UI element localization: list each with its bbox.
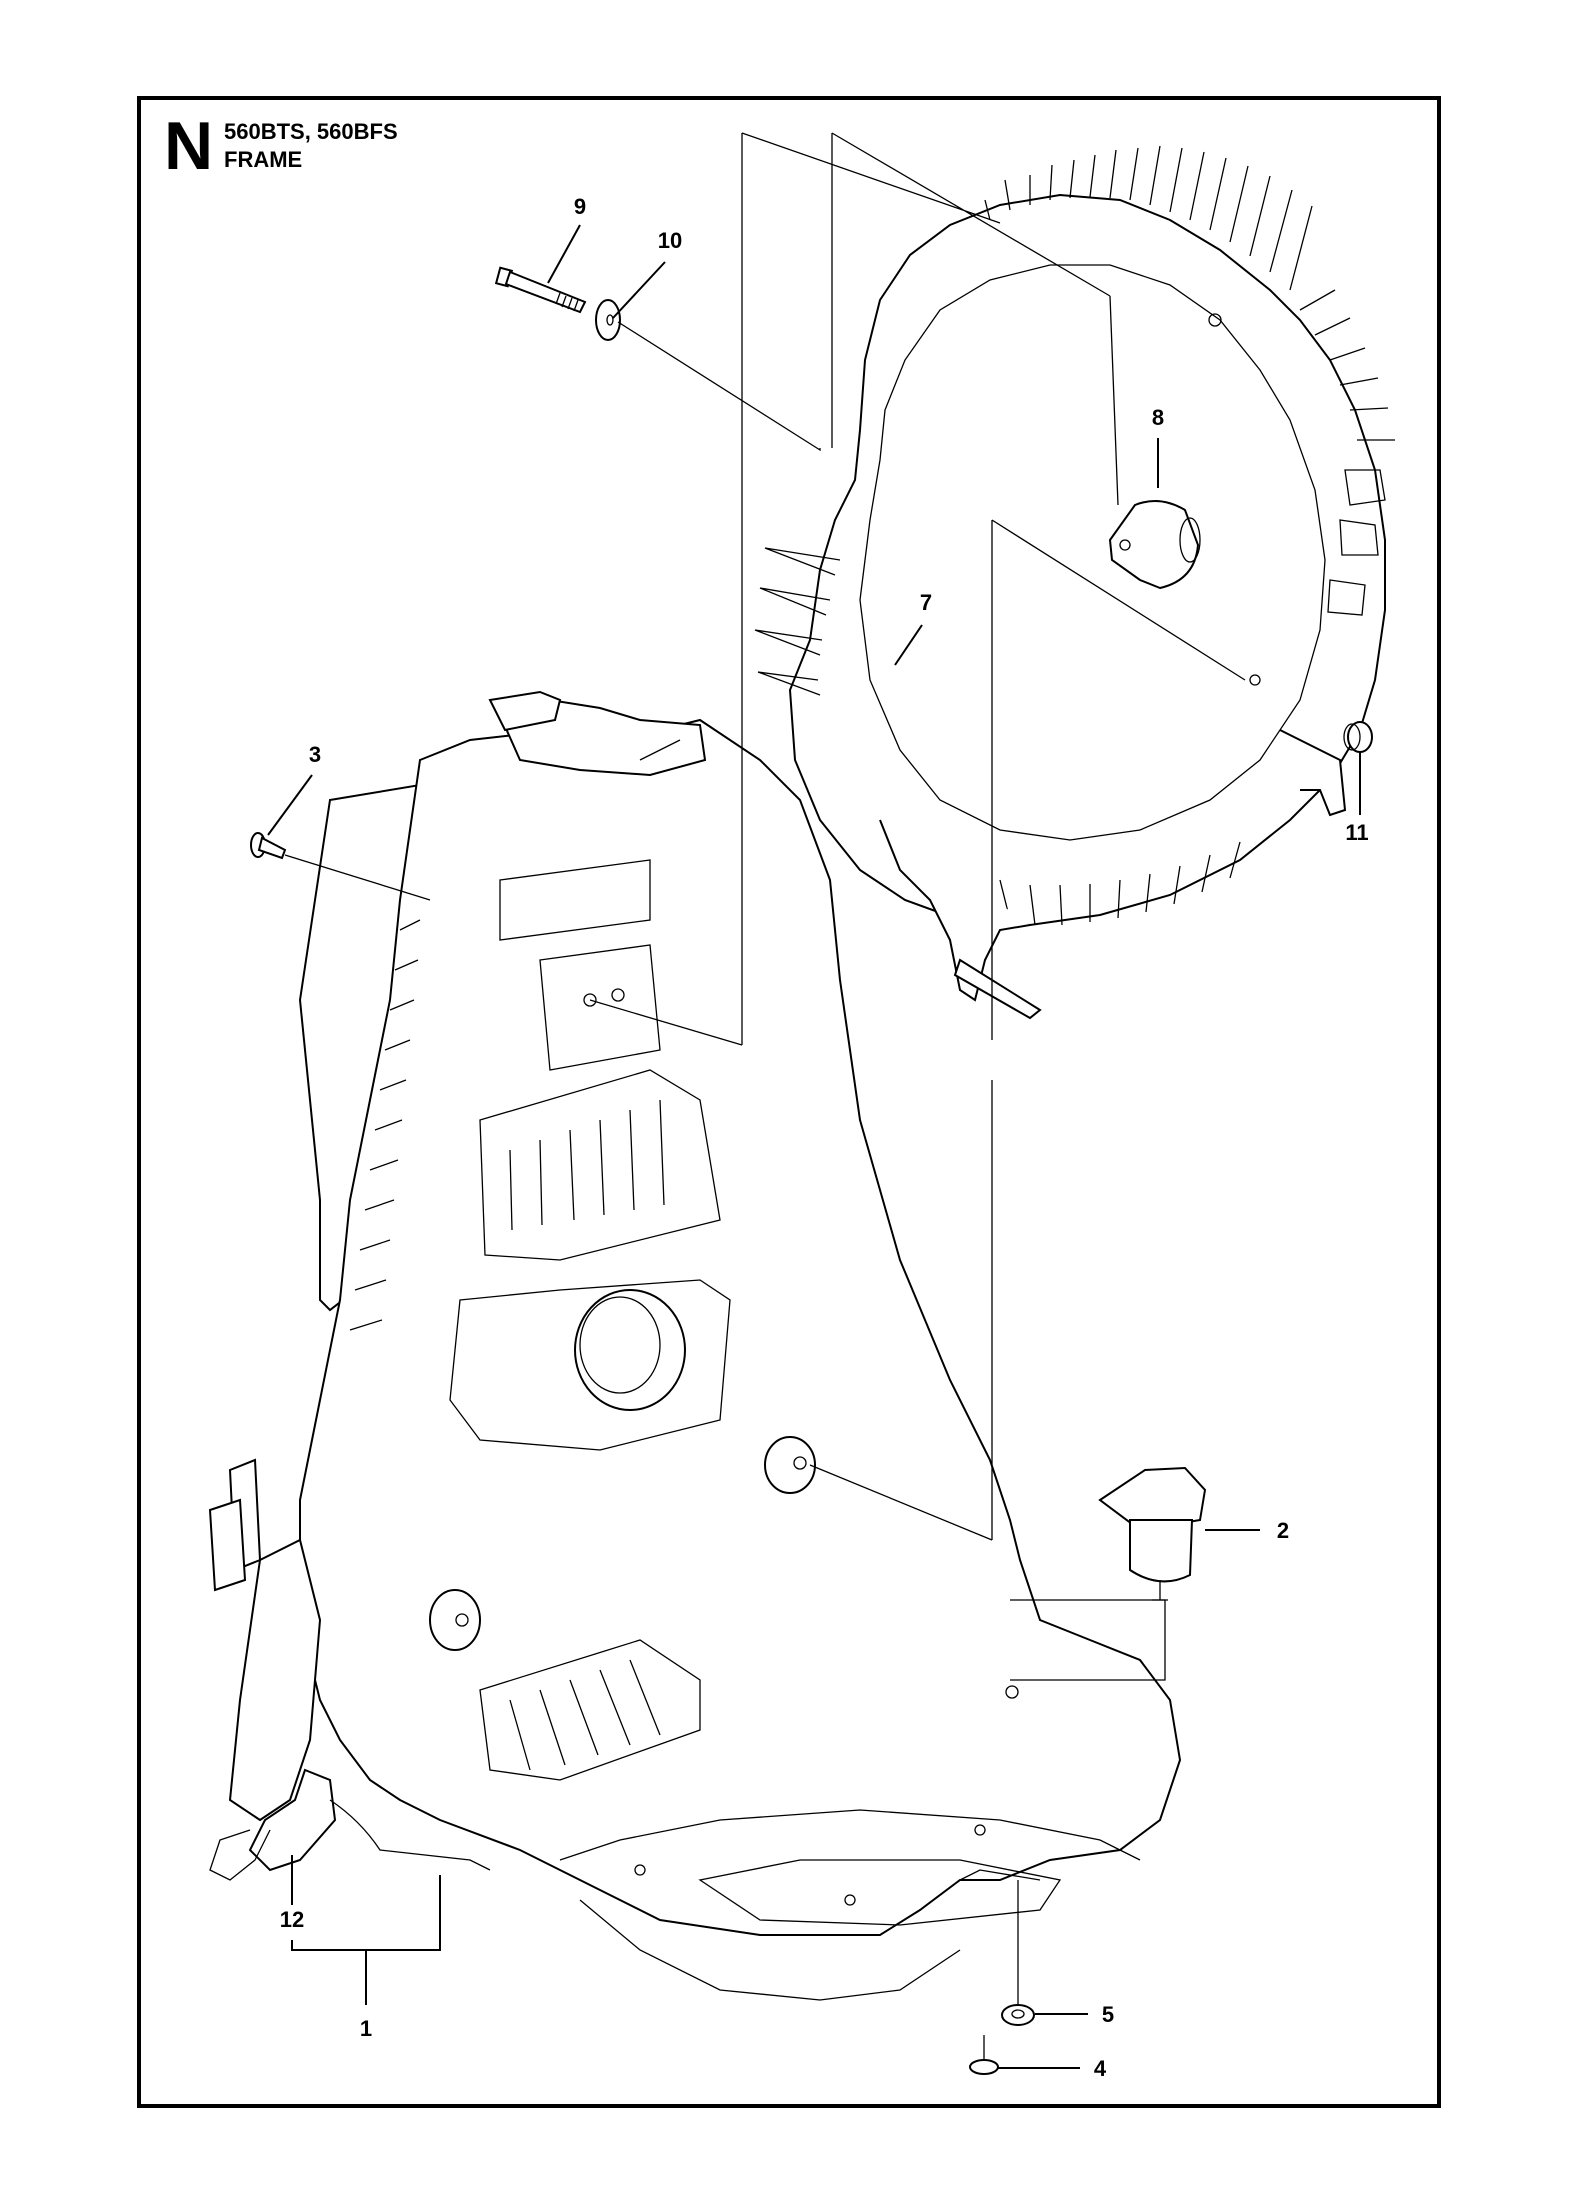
assembly-name: FRAME xyxy=(224,146,303,172)
diagram-title: 560BTS, 560BFS FRAME xyxy=(224,118,398,173)
callout-12: 12 xyxy=(280,1907,304,1932)
callout-11: 11 xyxy=(1345,820,1368,845)
callout-7: 7 xyxy=(920,590,932,615)
callout-10: 10 xyxy=(658,228,682,253)
callout-2: 2 xyxy=(1277,1518,1289,1543)
callout-8: 8 xyxy=(1152,405,1164,430)
backpack-frame xyxy=(208,690,1182,2001)
callout-1: 1 xyxy=(360,2016,372,2041)
section-letter: N xyxy=(164,108,214,184)
screw-part-3 xyxy=(250,832,287,860)
callout-9: 9 xyxy=(574,194,586,219)
callout-3: 3 xyxy=(309,742,321,767)
screw-part-4 xyxy=(969,2035,999,2075)
foot-part-2 xyxy=(1098,1466,1207,1601)
callout-labels: 1 2 3 4 5 7 8 9 10 11 12 xyxy=(280,194,1369,2081)
washer-part-10 xyxy=(595,299,621,341)
leader-lines xyxy=(267,132,1361,2069)
callout-5: 5 xyxy=(1102,2002,1114,2027)
grommet-part-8 xyxy=(1108,500,1201,590)
nut-part-5 xyxy=(1001,2004,1035,2026)
callout-4: 4 xyxy=(1094,2056,1107,2081)
fan-housing-frame xyxy=(754,145,1395,1020)
page-border xyxy=(137,96,1441,2108)
model-line: 560BTS, 560BFS xyxy=(224,119,398,144)
bolt-part-9 xyxy=(494,266,587,314)
